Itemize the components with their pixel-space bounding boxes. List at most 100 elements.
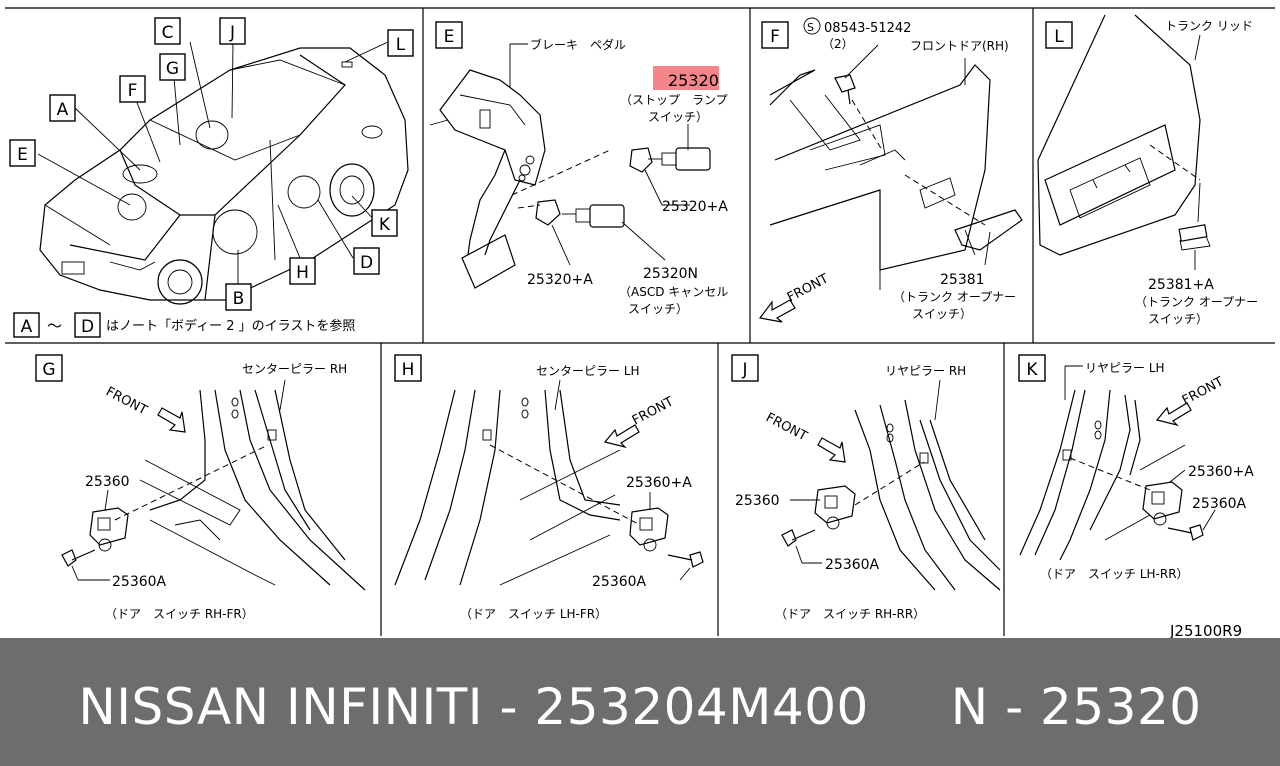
- svg-text:H: H: [296, 263, 309, 283]
- panel-car-overview: A E F G C J L K H D B A 〜 D はノート「ボディー 2 …: [9, 17, 414, 338]
- overview-leaders: [37, 41, 389, 285]
- svg-text:G: G: [42, 360, 55, 380]
- panel-l: L トランク リッド 25381+A （トランク オープナー スイッチ）: [1037, 14, 1258, 326]
- pillar-drawing-j: [854, 399, 1001, 591]
- svg-text:25381+A: 25381+A: [1148, 277, 1214, 293]
- svg-text:FRONT: FRONT: [630, 394, 676, 428]
- svg-text:25320+A: 25320+A: [662, 199, 728, 215]
- svg-text:B: B: [233, 289, 245, 309]
- svg-text:トランク リッド: トランク リッド: [1165, 19, 1253, 33]
- panel-borders: [5, 7, 1275, 636]
- svg-text:フロントドア(RH): フロントドア(RH): [910, 39, 1009, 53]
- svg-text:（トランク オープナー: （トランク オープナー: [1135, 295, 1258, 309]
- door-switch-g: [61, 507, 129, 567]
- callout-a: A: [49, 94, 76, 122]
- svg-text:〜: 〜: [47, 317, 62, 335]
- svg-text:25360: 25360: [85, 474, 130, 490]
- svg-text:25320N: 25320N: [643, 266, 698, 282]
- door-drawing: [769, 64, 1023, 290]
- svg-text:08543-51242: 08543-51242: [824, 21, 911, 36]
- legend-note: A 〜 D はノート「ボディー 2 」のイラストを参照: [13, 312, 355, 338]
- svg-text:スイッチ）: スイッチ）: [628, 302, 688, 316]
- callout-f-small: F: [119, 75, 146, 103]
- front-arrow-icon: [758, 299, 796, 323]
- callout-c: C: [154, 17, 181, 45]
- panel-g: G センターピラー RH FRONT 25360: [35, 354, 366, 621]
- svg-text:ブレーキ ペダル: ブレーキ ペダル: [530, 37, 626, 52]
- pillar-drawing-g: [139, 389, 366, 591]
- svg-text:E: E: [17, 145, 28, 165]
- front-arrow-icon-k: [1155, 402, 1192, 427]
- svg-text:（ASCD キャンセル: （ASCD キャンセル: [619, 285, 728, 299]
- svg-text:E: E: [444, 27, 455, 47]
- panel-h: H センターピラー LH FRONT 25360+A 25: [394, 354, 704, 621]
- footer-bar: NISSAN INFINITI - 253204M400 N - 25320: [0, 638, 1280, 766]
- pillar-drawing-k: [1019, 389, 1186, 561]
- svg-text:センターピラー LH: センターピラー LH: [536, 364, 640, 378]
- svg-text:はノート「ボディー 2 」のイラストを参照: はノート「ボディー 2 」のイラストを参照: [106, 318, 355, 334]
- svg-text:25360+A: 25360+A: [1188, 464, 1254, 480]
- svg-text:S: S: [807, 21, 814, 34]
- callout-g-small: G: [159, 53, 186, 81]
- svg-text:25360A: 25360A: [592, 574, 647, 590]
- footer-part-label: NISSAN INFINITI - 253204M400 N - 25320: [78, 678, 1202, 736]
- svg-text:25320+A: 25320+A: [527, 272, 593, 288]
- callout-h-small: H: [289, 257, 316, 285]
- svg-text:スイッチ）: スイッチ）: [912, 307, 972, 321]
- svg-text:J: J: [229, 23, 235, 43]
- part-highlight: [653, 66, 719, 90]
- svg-text:FRONT: FRONT: [785, 271, 831, 305]
- callout-l-small: L: [387, 29, 414, 57]
- svg-text:リヤピラー RH: リヤピラー RH: [885, 364, 966, 378]
- svg-text:A: A: [57, 100, 69, 120]
- svg-text:スイッチ）: スイッチ）: [648, 110, 708, 124]
- diagram-id: J25100R9: [1169, 622, 1242, 638]
- ascd-cancel-switch: [535, 199, 625, 228]
- panel-k: K リヤピラー LH FRONT 25360+A: [1018, 354, 1254, 581]
- svg-text:G: G: [166, 59, 179, 79]
- car-illustration: [39, 47, 409, 305]
- parts-diagram: A E F G C J L K H D B A 〜 D はノート「ボディー 2 …: [5, 7, 1275, 640]
- front-arrow-icon-j: [817, 437, 846, 463]
- callout-b: B: [225, 283, 252, 311]
- svg-text:L: L: [396, 35, 406, 55]
- door-switch-k: [1142, 481, 1204, 541]
- svg-text:J: J: [741, 360, 747, 380]
- svg-text:リヤピラー LH: リヤピラー LH: [1085, 361, 1165, 375]
- screw-icon: [834, 74, 856, 105]
- svg-text:25381: 25381: [940, 272, 985, 288]
- callout-d: D: [353, 247, 380, 275]
- svg-text:H: H: [402, 360, 415, 380]
- svg-text:K: K: [1026, 360, 1038, 380]
- svg-text:25360A: 25360A: [825, 557, 880, 573]
- svg-text:25360: 25360: [735, 493, 780, 509]
- front-arrow-icon-g: [157, 407, 186, 433]
- svg-text:（ドア スイッチ LH-RR）: （ドア スイッチ LH-RR）: [1040, 567, 1189, 581]
- stop-lamp-switch: [629, 147, 711, 173]
- brake-pedal-drawing: [429, 69, 546, 289]
- callout-k-small: K: [371, 209, 398, 237]
- svg-text:FRONT: FRONT: [763, 410, 809, 444]
- svg-text:（トランク オープナー: （トランク オープナー: [893, 290, 1016, 304]
- svg-text:センターピラー RH: センターピラー RH: [242, 362, 347, 376]
- svg-text:（ドア スイッチ RH-RR）: （ドア スイッチ RH-RR）: [775, 607, 925, 621]
- panel-f: F S 08543-51242 （2） フロントドア(RH) 25381 （トラ…: [758, 17, 1023, 323]
- callout-j-small: J: [219, 17, 246, 45]
- svg-text:A: A: [21, 317, 33, 337]
- svg-text:D: D: [81, 317, 94, 337]
- svg-text:K: K: [379, 215, 391, 235]
- svg-text:F: F: [770, 27, 780, 47]
- svg-text:（ドア スイッチ LH-FR）: （ドア スイッチ LH-FR）: [460, 607, 607, 621]
- svg-text:25360A: 25360A: [112, 574, 167, 590]
- svg-text:（ドア スイッチ RH-FR）: （ドア スイッチ RH-FR）: [105, 607, 254, 621]
- svg-text:F: F: [128, 81, 138, 101]
- door-switch-j: [781, 485, 856, 547]
- svg-text:FRONT: FRONT: [1180, 374, 1226, 408]
- svg-text:C: C: [162, 23, 174, 43]
- svg-text:D: D: [360, 253, 373, 273]
- panel-e: E ブレーキ ペダル 25320 （ストップ ランプ スイッチ）: [429, 21, 728, 316]
- svg-text:スイッチ）: スイッチ）: [1148, 312, 1208, 326]
- callout-e-small: E: [9, 139, 36, 167]
- front-arrow-icon-h: [603, 424, 640, 449]
- svg-text:FRONT: FRONT: [103, 384, 149, 418]
